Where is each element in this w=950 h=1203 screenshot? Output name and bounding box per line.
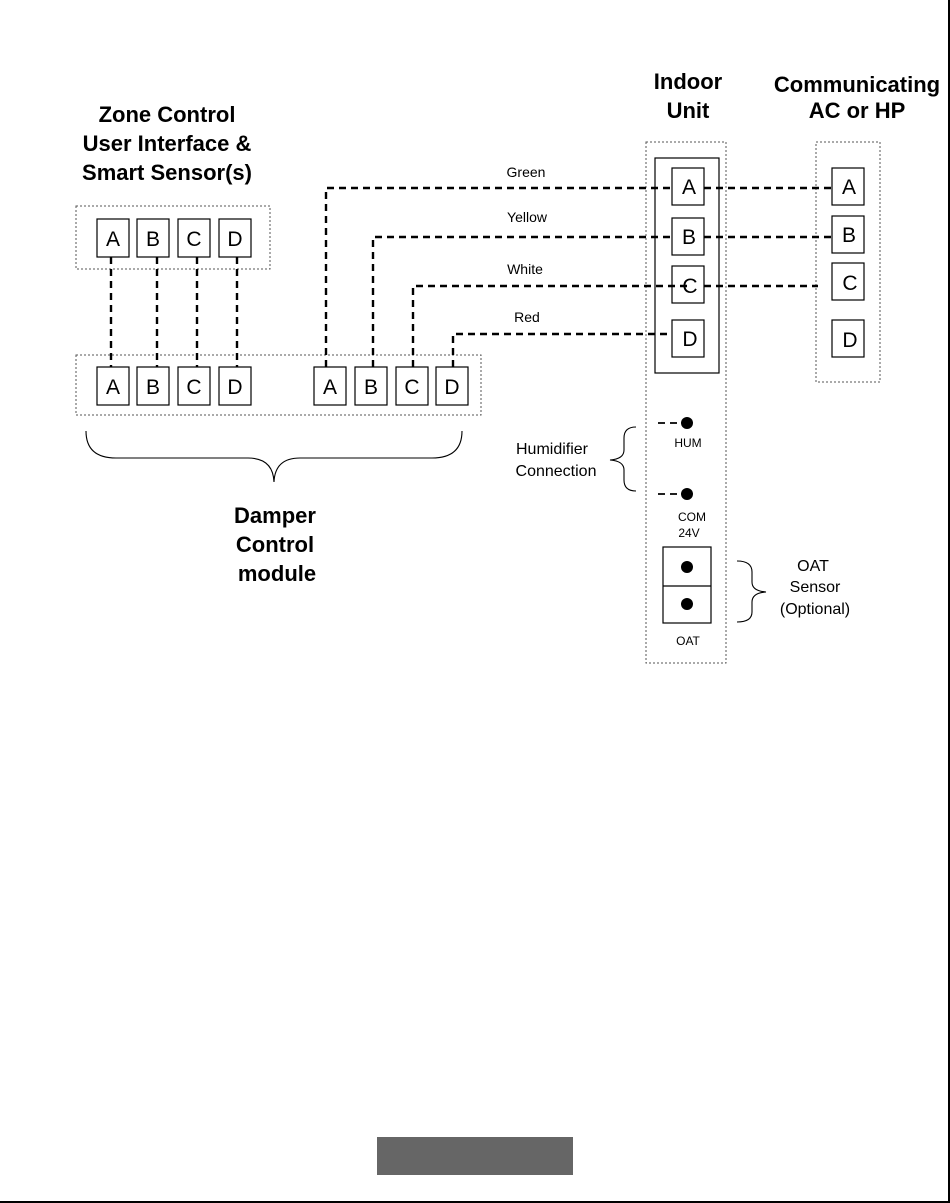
oat-terminal-label: OAT xyxy=(676,634,700,648)
damper-brace xyxy=(86,431,462,482)
wire-label-red: Red xyxy=(514,309,540,325)
com-label: COM xyxy=(678,510,706,524)
outdoor-letter-d: D xyxy=(842,329,857,352)
indoor-to-outdoor-wires xyxy=(704,188,832,286)
indoor-letter-a: A xyxy=(682,176,696,199)
indoor-unit-title: Indoor Unit xyxy=(654,69,723,123)
wire-label-yellow: Yellow xyxy=(507,209,548,225)
damper-right-letter-d: D xyxy=(444,376,459,399)
oat-terminal-block xyxy=(663,547,711,623)
indoor-letter-d: D xyxy=(682,328,697,351)
damper-left-letter-a: A xyxy=(106,376,120,399)
oat-sensor-brace xyxy=(737,561,766,622)
damper-control-title: Damper Control module xyxy=(234,503,316,586)
damper-right-letter-c: C xyxy=(404,376,419,399)
zone-control-title-line-1: Zone Control xyxy=(99,102,236,127)
humidifier-brace xyxy=(610,427,636,491)
damper-left-letter-b: B xyxy=(146,376,160,399)
wire-label-green: Green xyxy=(507,164,546,180)
24v-label: 24V xyxy=(678,526,699,540)
zone-ui-letter-a: A xyxy=(106,228,120,251)
hum-label: HUM xyxy=(674,436,701,450)
oat-terminal-dot-1 xyxy=(681,561,693,573)
indoor-letter-b: B xyxy=(682,226,696,249)
communicating-title-line-1: Communicating xyxy=(774,72,940,97)
communicating-unit-title: Communicating AC or HP xyxy=(774,72,940,123)
humidifier-label-line-1: Humidifier xyxy=(516,441,589,458)
damper-terminals: A B C D A B C D xyxy=(97,367,468,405)
hum-terminal-dot xyxy=(681,417,693,429)
communicating-title-line-2: AC or HP xyxy=(809,98,906,123)
indoor-terminals: A B C D xyxy=(672,168,704,357)
damper-right-letter-b: B xyxy=(364,376,378,399)
indoor-unit-title-line-2: Unit xyxy=(667,98,710,123)
zone-ui-letter-c: C xyxy=(186,228,201,251)
damper-left-letter-d: D xyxy=(227,376,242,399)
outdoor-terminals: A B C D xyxy=(832,168,864,357)
outdoor-letter-b: B xyxy=(842,224,856,247)
wire-white xyxy=(413,286,690,367)
zone-control-title: Zone Control User Interface & Smart Sens… xyxy=(82,102,252,185)
zone-control-title-line-2: User Interface & xyxy=(83,131,252,156)
ui-to-damper-wires xyxy=(111,257,237,367)
zone-ui-letter-b: B xyxy=(146,228,160,251)
oat-sensor-label-line-2: Sensor xyxy=(790,579,841,596)
damper-left-letter-c: C xyxy=(186,376,201,399)
damper-title-line-1: Damper xyxy=(234,503,316,528)
wire-label-white: White xyxy=(507,261,543,277)
oat-sensor-label-line-1: OAT xyxy=(797,558,829,575)
wire-green xyxy=(326,188,672,367)
oat-terminal-dot-2 xyxy=(681,598,693,610)
indoor-unit-title-line-1: Indoor xyxy=(654,69,723,94)
damper-title-line-3: module xyxy=(238,561,316,586)
humidifier-label-line-2: Connection xyxy=(516,463,597,480)
damper-title-line-2: Control xyxy=(236,532,314,557)
oat-sensor-label-line-3: (Optional) xyxy=(780,601,850,618)
zone-ui-terminals: A B C D xyxy=(97,219,251,257)
outdoor-letter-a: A xyxy=(842,176,856,199)
com-terminal-dot xyxy=(681,488,693,500)
wire-red xyxy=(453,334,672,367)
outdoor-letter-c: C xyxy=(842,272,857,295)
footer-bar xyxy=(377,1137,573,1175)
zone-ui-letter-d: D xyxy=(227,228,242,251)
zone-control-title-line-3: Smart Sensor(s) xyxy=(82,160,252,185)
wire-yellow xyxy=(373,237,672,367)
damper-right-letter-a: A xyxy=(323,376,337,399)
